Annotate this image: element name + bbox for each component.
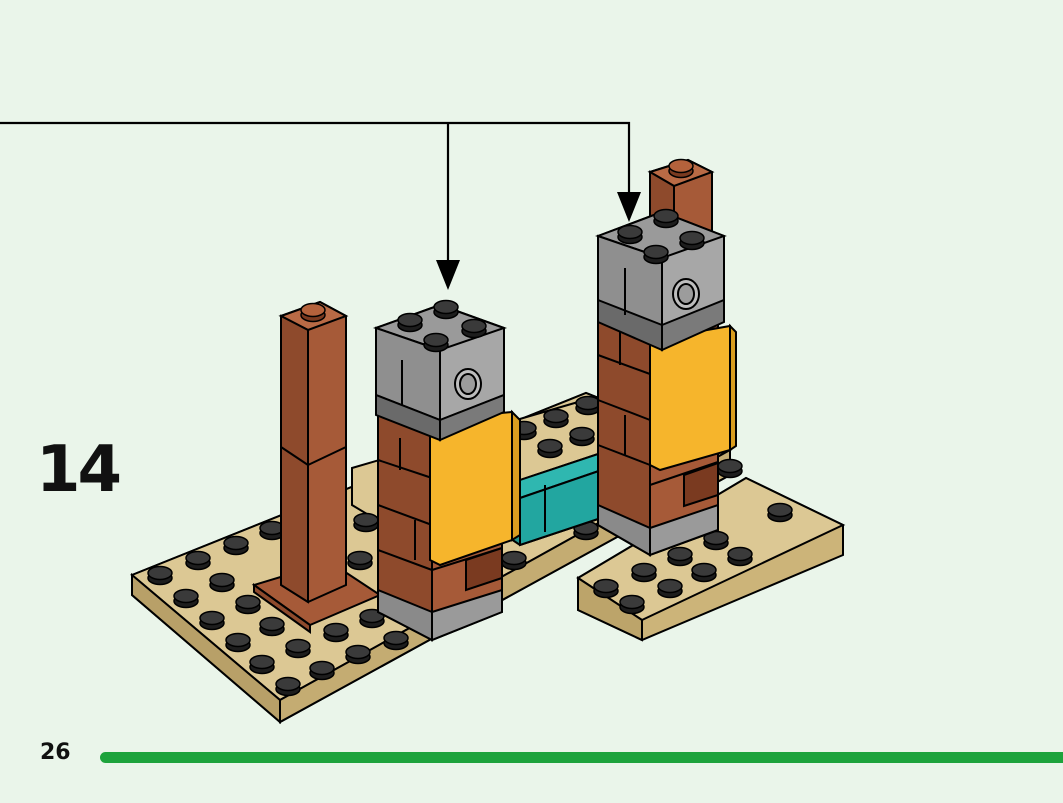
page-number: 26 — [40, 740, 71, 765]
callout-lines — [0, 121, 631, 265]
progress-bar-fill — [100, 752, 1063, 763]
step-number: 14 — [36, 433, 122, 507]
arrow-down-icon — [436, 260, 460, 290]
arrow-down-icon — [617, 192, 641, 222]
left-pillar — [372, 299, 521, 642]
right-pillar — [595, 208, 737, 557]
progress-bar — [100, 752, 1063, 763]
left-column — [251, 300, 383, 634]
